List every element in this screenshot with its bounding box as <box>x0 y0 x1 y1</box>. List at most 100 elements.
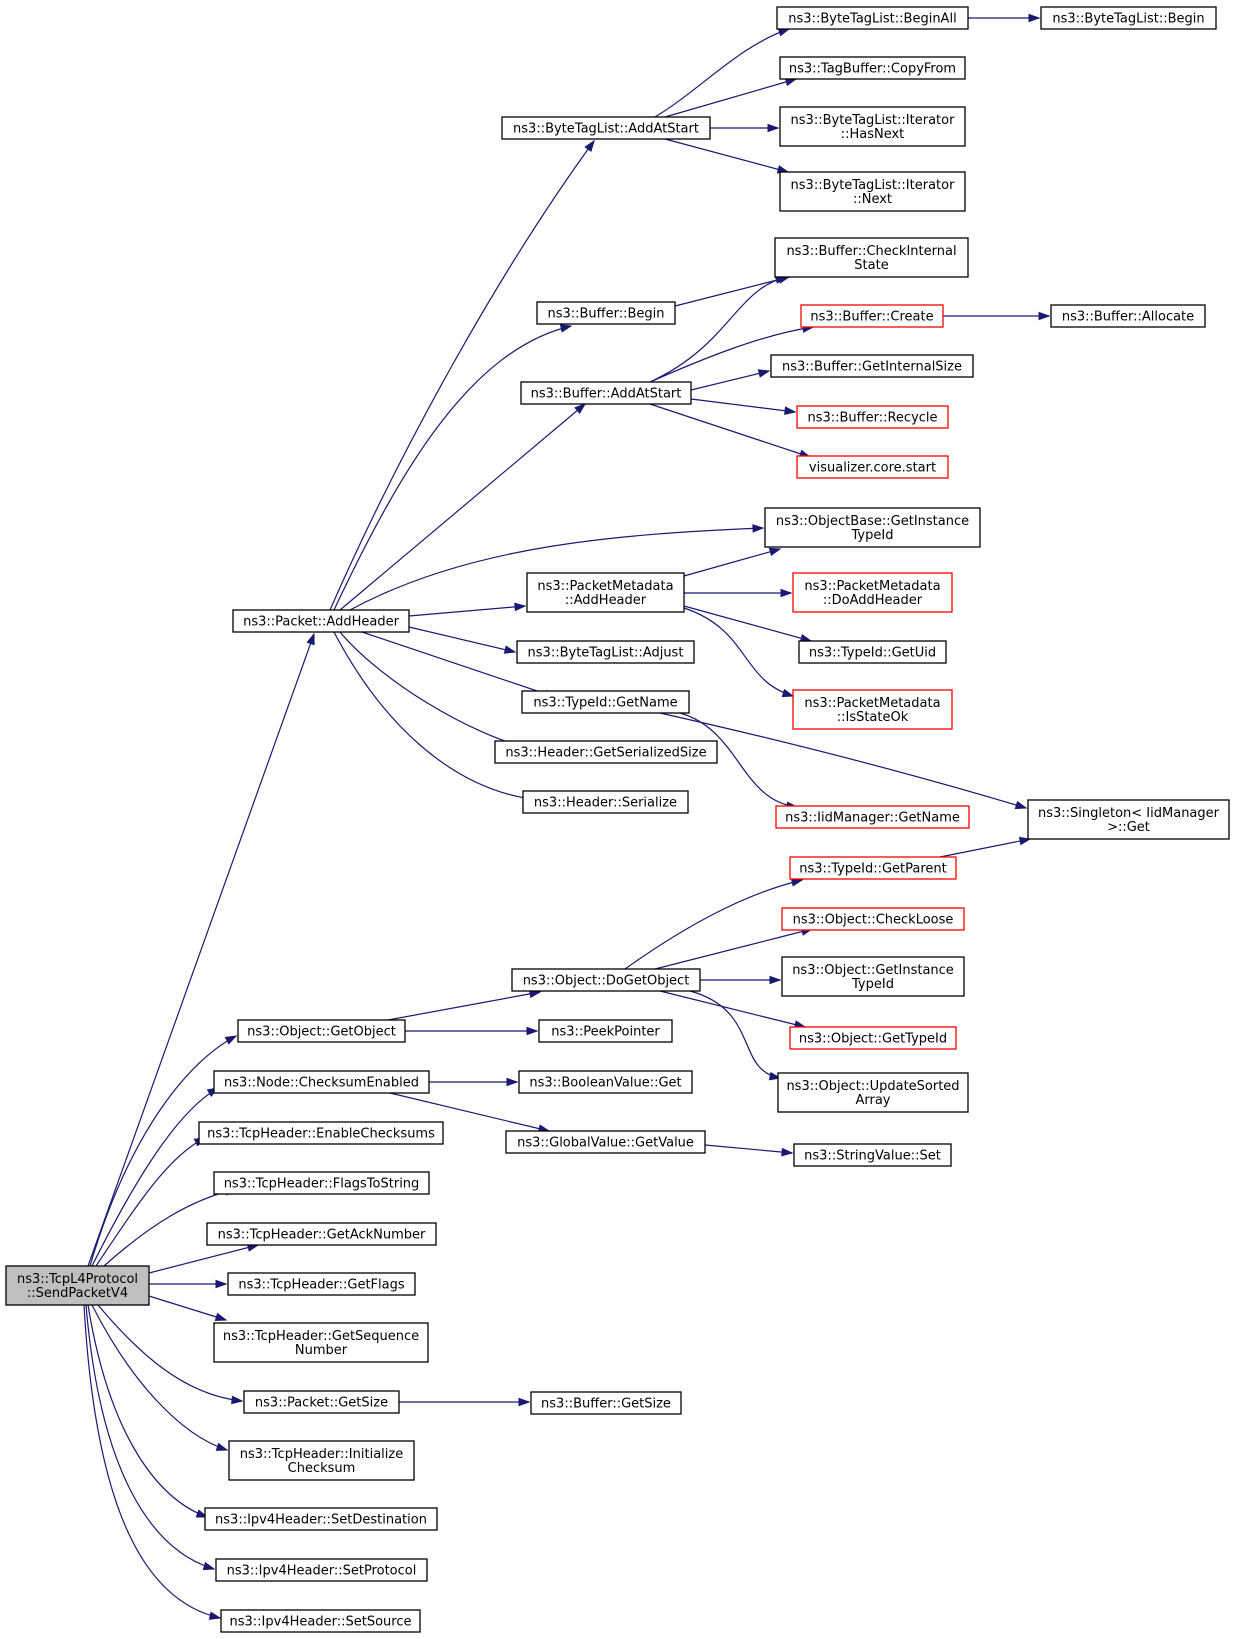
node-stringvalue-set[interactable]: ns3::StringValue::Set <box>793 1143 952 1167</box>
node-label: ns3::TypeId::GetParent <box>799 862 947 877</box>
node-box <box>796 405 949 429</box>
node-header-serialize[interactable]: ns3::Header::Serialize <box>522 790 689 814</box>
node-visualizer-core-start[interactable]: visualizer.core.start <box>796 455 949 479</box>
node-bytetaglist-begin[interactable]: ns3::ByteTagList::Begin <box>1040 6 1217 30</box>
edge-line <box>683 548 781 577</box>
call-edge-sendpacketv4-to-packet-addheader <box>87 632 315 1267</box>
node-box <box>220 1609 421 1633</box>
node-tcpheader-enablechecksums[interactable]: ns3::TcpHeader::EnableChecksums <box>198 1121 444 1145</box>
node-packetmetadata-isstateok[interactable]: ns3::PacketMetadata::IsStateOk <box>792 689 953 730</box>
node-label: ns3::Buffer::GetInternalSize <box>782 360 962 375</box>
edge-line <box>329 140 595 611</box>
node-typeid-getname[interactable]: ns3::TypeId::GetName <box>521 690 690 714</box>
node-booleanvalue-get[interactable]: ns3::BooleanValue::Get <box>518 1070 693 1094</box>
node-label: ns3::Buffer::AddAtStart <box>531 387 682 402</box>
call-edge-packet-addheader-to-packetmetadata-addheader <box>408 602 527 617</box>
node-object-checkloose[interactable]: ns3::Object::CheckLoose <box>781 907 965 931</box>
call-edge-bytetaglist-addatstart-to-tagbuffer-copyfrom <box>664 77 798 118</box>
node-ipv4header-setdestination[interactable]: ns3::Ipv4Header::SetDestination <box>204 1507 438 1531</box>
node-label: visualizer.core.start <box>809 461 936 476</box>
edge-line <box>664 138 789 173</box>
node-bytetaglist-adjust[interactable]: ns3::ByteTagList::Adjust <box>516 640 695 664</box>
node-label: ns3::Object::GetTypeId <box>799 1032 947 1047</box>
node-label: ns3::ByteTagList::Adjust <box>528 646 684 661</box>
node-packetmetadata-addheader[interactable]: ns3::PacketMetadata::AddHeader <box>526 572 685 613</box>
call-edge-sendpacketv4-to-tcpheader-getflags <box>149 1279 228 1289</box>
node-box <box>526 572 685 613</box>
node-label: ns3::Object::CheckLoose <box>793 913 954 928</box>
node-tcpheader-getacknumber[interactable]: ns3::TcpHeader::GetAckNumber <box>206 1222 437 1246</box>
edge-line <box>649 403 811 458</box>
node-box <box>237 1019 406 1043</box>
arrowhead-icon <box>208 1611 222 1620</box>
node-label: ns3::PacketMetadata <box>537 579 673 594</box>
node-label: ns3::TypeId::GetUid <box>809 646 936 661</box>
node-box <box>779 171 966 212</box>
node-label: ::DoAddHeader <box>823 593 923 608</box>
node-buffer-getsize[interactable]: ns3::Buffer::GetSize <box>530 1391 682 1415</box>
node-buffer-begin[interactable]: ns3::Buffer::Begin <box>536 301 676 325</box>
node-iidmanager-getname[interactable]: ns3::IidManager::GetName <box>775 805 970 829</box>
edge-line <box>85 1304 215 1570</box>
node-label: ns3::Packet::GetSize <box>255 1396 388 1411</box>
node-label: ns3::ByteTagList::AddAtStart <box>513 122 699 137</box>
node-globalvalue-getvalue[interactable]: ns3::GlobalValue::GetValue <box>505 1130 706 1154</box>
node-node-checksumenabled[interactable]: ns3::Node::ChecksumEnabled <box>213 1070 430 1094</box>
node-box <box>781 956 965 997</box>
node-label: Number <box>295 1343 348 1358</box>
node-tagbuffer-copyfrom[interactable]: ns3::TagBuffer::CopyFrom <box>779 56 966 80</box>
node-label: ns3::ByteTagList::Iterator <box>791 113 956 128</box>
node-bytetaglist-iterator-hasnext[interactable]: ns3::ByteTagList::Iterator::HasNext <box>779 106 966 147</box>
edge-line <box>654 928 813 970</box>
node-packet-addheader[interactable]: ns3::Packet::AddHeader <box>232 609 410 633</box>
node-label: ns3::Ipv4Header::SetDestination <box>215 1513 427 1528</box>
node-box <box>516 640 695 664</box>
call-edge-buffer-addatstart-to-buffer-checkinternalstate <box>649 275 788 383</box>
node-packetmetadata-doaddheader[interactable]: ns3::PacketMetadata::DoAddHeader <box>792 572 953 613</box>
arrowhead-icon <box>767 123 780 133</box>
node-typeid-getparent[interactable]: ns3::TypeId::GetParent <box>789 856 957 880</box>
node-label: ns3::Header::GetSerializedSize <box>505 746 706 761</box>
node-buffer-addatstart[interactable]: ns3::Buffer::AddAtStart <box>520 381 692 405</box>
node-buffer-recycle[interactable]: ns3::Buffer::Recycle <box>796 405 949 429</box>
node-tcpheader-getflags[interactable]: ns3::TcpHeader::GetFlags <box>227 1272 416 1296</box>
node-buffer-allocate[interactable]: ns3::Buffer::Allocate <box>1050 304 1206 328</box>
node-ipv4header-setprotocol[interactable]: ns3::Ipv4Header::SetProtocol <box>215 1558 428 1582</box>
edge-line <box>659 990 806 1028</box>
arrowhead-icon <box>784 406 797 415</box>
edge-line <box>83 1304 221 1619</box>
node-tcpheader-flagstostring[interactable]: ns3::TcpHeader::FlagsToString <box>213 1171 430 1195</box>
node-sendpacketv4[interactable]: ns3::TcpL4Protocol::SendPacketV4 <box>5 1265 150 1306</box>
call-edge-buffer-begin-to-buffer-checkinternalstate <box>674 275 791 307</box>
arrowhead-icon <box>781 1147 794 1157</box>
node-ipv4header-setsource[interactable]: ns3::Ipv4Header::SetSource <box>220 1609 421 1633</box>
edge-line <box>664 78 797 118</box>
node-label: ::IsStateOk <box>837 710 909 725</box>
node-label: ns3::GlobalValue::GetValue <box>517 1136 694 1151</box>
node-object-getobject[interactable]: ns3::Object::GetObject <box>237 1019 406 1043</box>
node-label: ns3::StringValue::Set <box>804 1149 941 1164</box>
arrowhead-icon <box>231 1395 244 1405</box>
node-bytetaglist-addatstart[interactable]: ns3::ByteTagList::AddAtStart <box>501 116 711 140</box>
node-header-getserializedsize[interactable]: ns3::Header::GetSerializedSize <box>494 740 718 764</box>
node-singleton-iidmanager-get[interactable]: ns3::Singleton< IidManager>::Get <box>1027 799 1230 840</box>
node-typeid-getuid[interactable]: ns3::TypeId::GetUid <box>798 640 947 664</box>
node-peekpointer[interactable]: ns3::PeekPointer <box>538 1019 673 1043</box>
node-label: ns3::IidManager::GetName <box>785 811 960 826</box>
node-buffer-getinternalsize[interactable]: ns3::Buffer::GetInternalSize <box>770 354 974 378</box>
edge-line <box>333 325 572 611</box>
node-packet-getsize[interactable]: ns3::Packet::GetSize <box>243 1390 400 1414</box>
node-box <box>206 1222 437 1246</box>
node-bytetaglist-iterator-next[interactable]: ns3::ByteTagList::Iterator::Next <box>779 171 966 212</box>
node-buffer-create[interactable]: ns3::Buffer::Create <box>800 304 944 328</box>
node-bytetaglist-beginall[interactable]: ns3::ByteTagList::BeginAll <box>776 6 969 30</box>
node-object-gettypeid[interactable]: ns3::Object::GetTypeId <box>789 1026 957 1050</box>
arrowhead-icon <box>780 588 793 598</box>
node-object-dogetobject[interactable]: ns3::Object::DoGetObject <box>511 968 701 992</box>
